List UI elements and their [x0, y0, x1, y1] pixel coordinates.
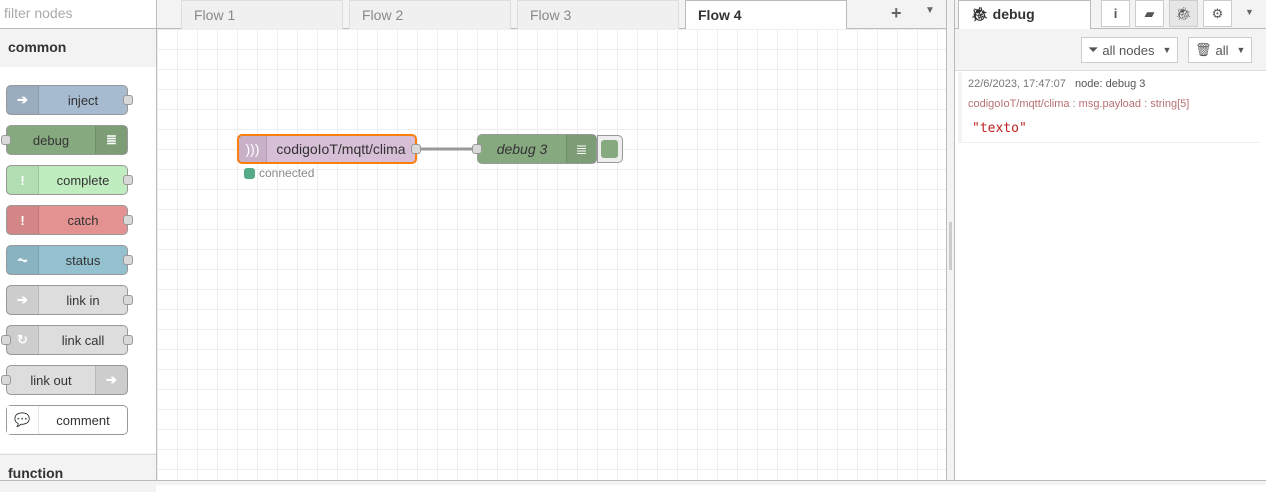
node-label: codigoIoT/mqtt/clima — [276, 141, 406, 157]
status-text: connected — [259, 166, 315, 180]
clear-messages-button[interactable]: 🗑︎all ▼ — [1188, 37, 1253, 63]
tab-debug[interactable]: 🐞︎ debug — [958, 0, 1091, 30]
palette-node-comment[interactable]: 💬 comment — [6, 405, 128, 435]
debug-node[interactable]: debug 3 ≣ — [472, 134, 597, 164]
tab-flow-1[interactable]: Flow 1 — [181, 0, 343, 29]
add-flow-button[interactable]: + — [891, 3, 902, 23]
input-port[interactable] — [472, 144, 482, 154]
tab-flow-2[interactable]: Flow 2 — [349, 0, 511, 29]
clear-label: all — [1215, 42, 1229, 58]
input-port — [1, 135, 11, 145]
node-label: link call — [61, 332, 105, 348]
output-port — [123, 335, 133, 345]
sidebar: 🐞︎ debug i ▰ 🐞︎ ⚙ ▼ ⏷all nodes ▼ 🗑︎all ▼ 2… — [955, 0, 1266, 485]
node-label: debug 3 — [496, 141, 548, 157]
palette-node-complete[interactable]: ! complete — [6, 165, 133, 195]
message-timestamp: 22/6/2023, 17:47:07 — [968, 78, 1066, 90]
node-status: connected — [244, 166, 314, 180]
link-out-icon: ➔ — [95, 366, 127, 394]
node-label: link in — [66, 292, 100, 308]
node-label: comment — [56, 412, 110, 428]
exclamation-icon: ! — [7, 166, 39, 194]
filter-icon: ⏷ — [1088, 42, 1099, 57]
output-port — [123, 255, 133, 265]
palette-node-link-out[interactable]: link out ➔ — [1, 365, 128, 395]
debug-toggle-button[interactable] — [597, 135, 623, 163]
node-label: link out — [30, 372, 72, 388]
filter-nodes-input[interactable]: filter nodes — [0, 0, 156, 29]
category-function[interactable]: function — [0, 454, 156, 492]
pulse-icon: ⏦ — [7, 246, 39, 274]
bug-icon: 🐞︎ — [971, 6, 993, 22]
debug-message: 22/6/2023, 17:47:07 node: debug 3 codigo… — [958, 72, 1260, 143]
tab-flow-4[interactable]: Flow 4 — [685, 0, 847, 30]
list-icon: ≣ — [95, 126, 127, 154]
tab-flow-3[interactable]: Flow 3 — [517, 0, 679, 29]
palette-node-link-call[interactable]: ↻ link call — [1, 325, 133, 355]
node-label: complete — [56, 172, 110, 188]
palette: filter nodes common ➔ inject debug ≣ ! comp… — [0, 0, 157, 492]
list-icon: ≣ — [566, 135, 596, 163]
output-port[interactable] — [411, 144, 421, 154]
palette-node-link-in[interactable]: ➔ link in — [6, 285, 133, 315]
node-label: debug — [32, 132, 70, 148]
help-book-button[interactable]: ▰ — [1135, 0, 1164, 27]
config-gear-button[interactable]: ⚙ — [1203, 0, 1232, 27]
info-button[interactable]: i — [1101, 0, 1130, 27]
mqtt-in-node[interactable]: ))) codigoIoT/mqtt/clima — [237, 134, 421, 164]
filter-label: all nodes — [1102, 42, 1155, 58]
input-port — [1, 375, 11, 385]
category-common[interactable]: common — [0, 29, 156, 67]
palette-node-debug[interactable]: debug ≣ — [1, 125, 128, 155]
workspace-tabs: Flow 1 Flow 2 Flow 3 Flow 4 + ▼ — [157, 0, 947, 30]
debug-button[interactable]: 🐞︎ — [1169, 0, 1198, 27]
output-port — [123, 215, 133, 225]
output-port — [123, 95, 133, 105]
output-port — [123, 295, 133, 305]
link-in-icon: ➔ — [7, 286, 39, 314]
sidebar-splitter[interactable] — [946, 0, 955, 485]
inject-icon: ➔ — [7, 86, 39, 114]
wireless-icon: ))) — [239, 136, 267, 162]
tabs-menu-button[interactable]: ▼ — [925, 5, 935, 16]
chevron-down-icon: ▼ — [1162, 45, 1172, 55]
footer-bar — [0, 480, 1266, 485]
exclamation-icon: ! — [7, 206, 39, 234]
tab-label: debug — [992, 6, 1035, 22]
sidebar-menu-button[interactable]: ▼ — [1245, 7, 1254, 17]
palette-node-catch[interactable]: ! catch — [6, 205, 133, 235]
message-payload[interactable]: "texto" — [972, 121, 1027, 136]
input-port — [1, 335, 11, 345]
node-label: catch — [67, 212, 99, 228]
node-label: inject — [67, 92, 99, 108]
palette-common-list: ➔inject debug≣ !complete !catch ⏦status … — [0, 67, 156, 453]
chevron-down-icon: ▼ — [1236, 45, 1246, 55]
flow-canvas[interactable]: ))) codigoIoT/mqtt/clima connected debug… — [157, 29, 946, 480]
node-label: status — [65, 252, 101, 268]
status-dot — [244, 167, 255, 179]
palette-node-inject[interactable]: ➔ inject — [6, 85, 133, 115]
wire — [417, 147, 477, 151]
message-node-link[interactable]: node: debug 3 — [1075, 78, 1146, 90]
output-port — [123, 175, 133, 185]
comment-icon: 💬 — [7, 406, 39, 434]
link-call-icon: ↻ — [7, 326, 39, 354]
message-topic: codigoIoT/mqtt/clima : msg.payload : str… — [968, 98, 1190, 110]
filter-nodes-dropdown[interactable]: ⏷all nodes ▼ — [1081, 37, 1179, 63]
trash-icon: 🗑︎ — [1195, 42, 1212, 57]
palette-node-status[interactable]: ⏦ status — [6, 245, 133, 275]
